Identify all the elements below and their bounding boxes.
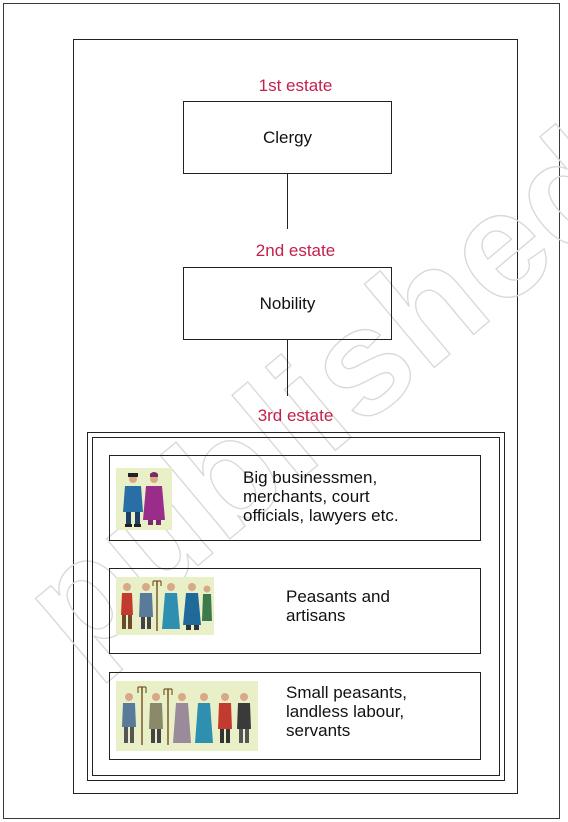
small-peasants-illustration-icon (116, 681, 258, 751)
third-estate-inner-frame (92, 437, 500, 776)
page-frame (3, 3, 560, 819)
clergy-box: Clergy (183, 101, 392, 174)
group-box-small-peasants (109, 672, 481, 760)
group-text-peasants-artisans: Peasants and artisans (286, 587, 390, 625)
third-estate-outer-frame (87, 432, 505, 781)
first-estate-label: 1st estate (258, 76, 333, 95)
connector-line (287, 340, 288, 396)
group-box-peasants-artisans (109, 568, 481, 654)
group-text-businessmen: Big businessmen, merchants, court offici… (243, 468, 399, 525)
nobility-label: Nobility (259, 293, 316, 313)
peasants-artisans-illustration-icon (116, 577, 214, 635)
group-box-businessmen (109, 455, 481, 541)
clergy-label: Clergy (262, 127, 313, 147)
second-estate-label: 2nd estate (255, 241, 336, 260)
third-estate-label: 3rd estate (257, 406, 334, 425)
nobility-box: Nobility (183, 267, 392, 340)
diagram-frame (73, 39, 518, 794)
connector-line (287, 174, 288, 229)
group-text-small-peasants: Small peasants, landless labour, servant… (286, 683, 407, 740)
two-people-illustration-icon (116, 468, 172, 530)
